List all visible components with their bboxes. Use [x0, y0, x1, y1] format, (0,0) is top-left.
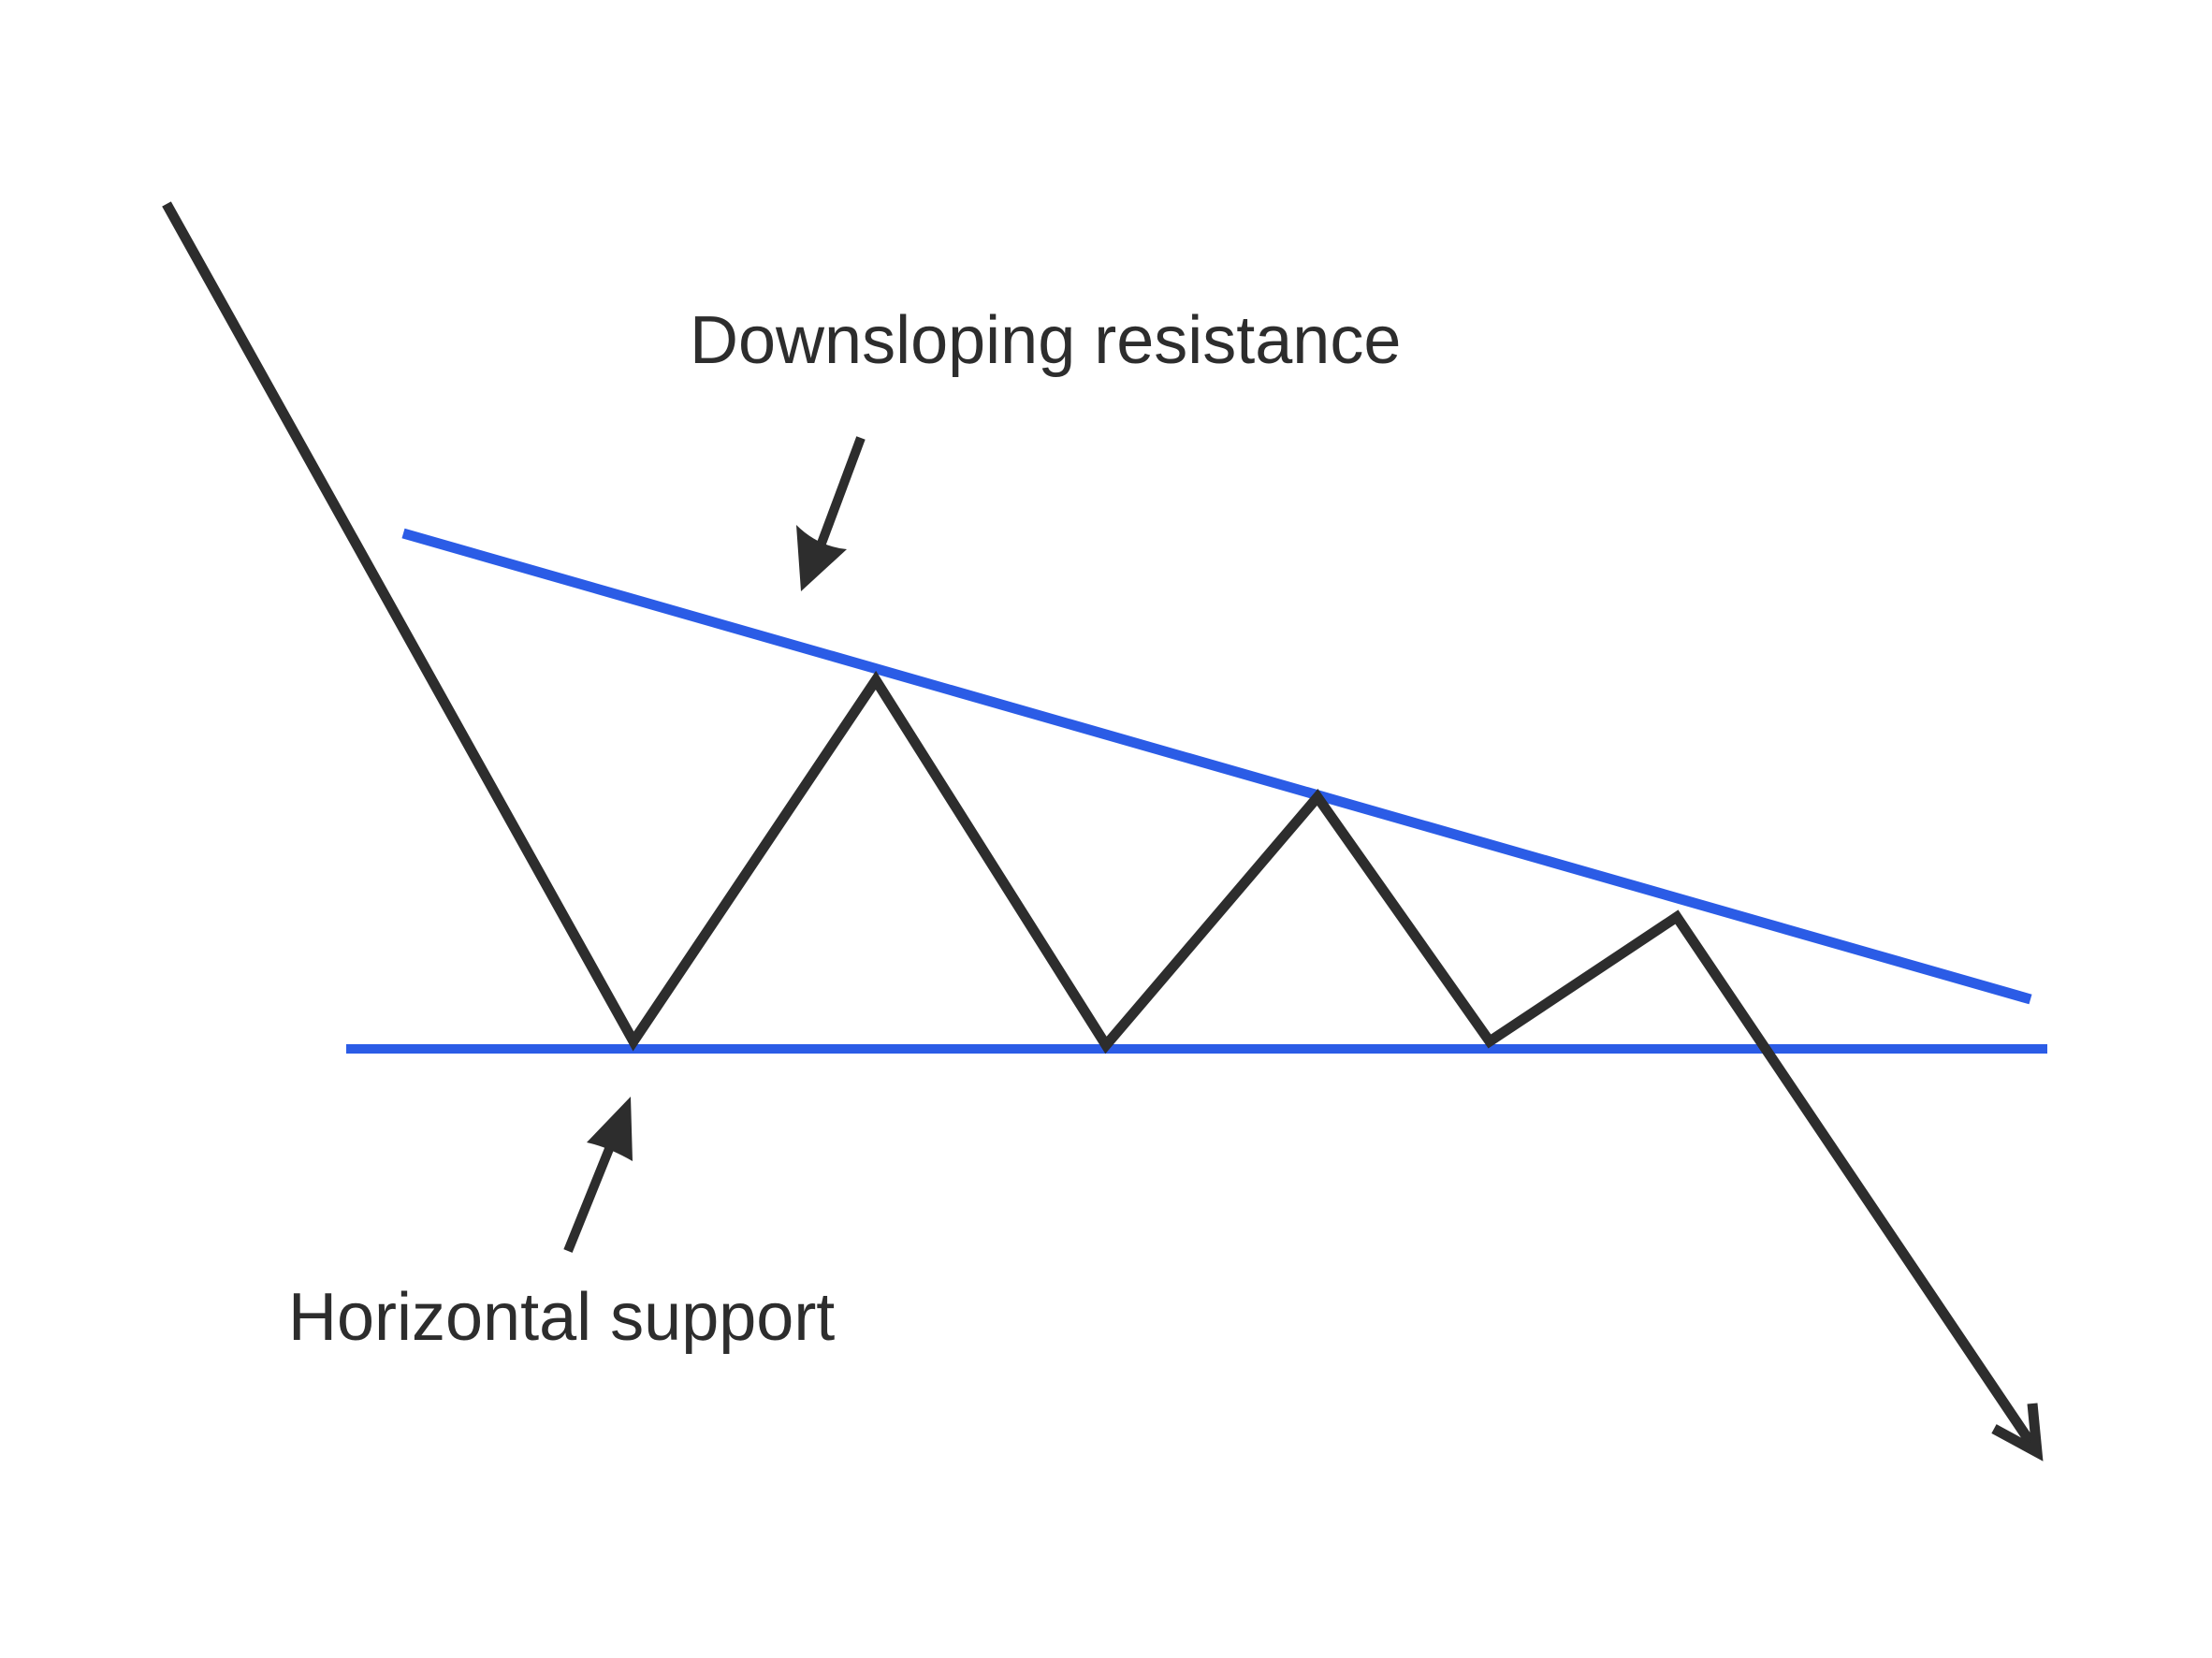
- resistance-pointer-shaft: [815, 436, 866, 550]
- resistance-pointer-arrowhead-icon: [796, 525, 847, 591]
- support-label: Horizontal support: [288, 1280, 836, 1355]
- resistance-label: Downsloping resistance: [690, 303, 1402, 378]
- resistance-trendline: [401, 528, 2032, 1005]
- support-pointer-arrowhead-icon: [587, 1097, 633, 1161]
- support-pointer-shaft: [563, 1138, 618, 1253]
- price-line: [162, 201, 2042, 1456]
- breakdown-arrowhead-icon: [1991, 1403, 2044, 1462]
